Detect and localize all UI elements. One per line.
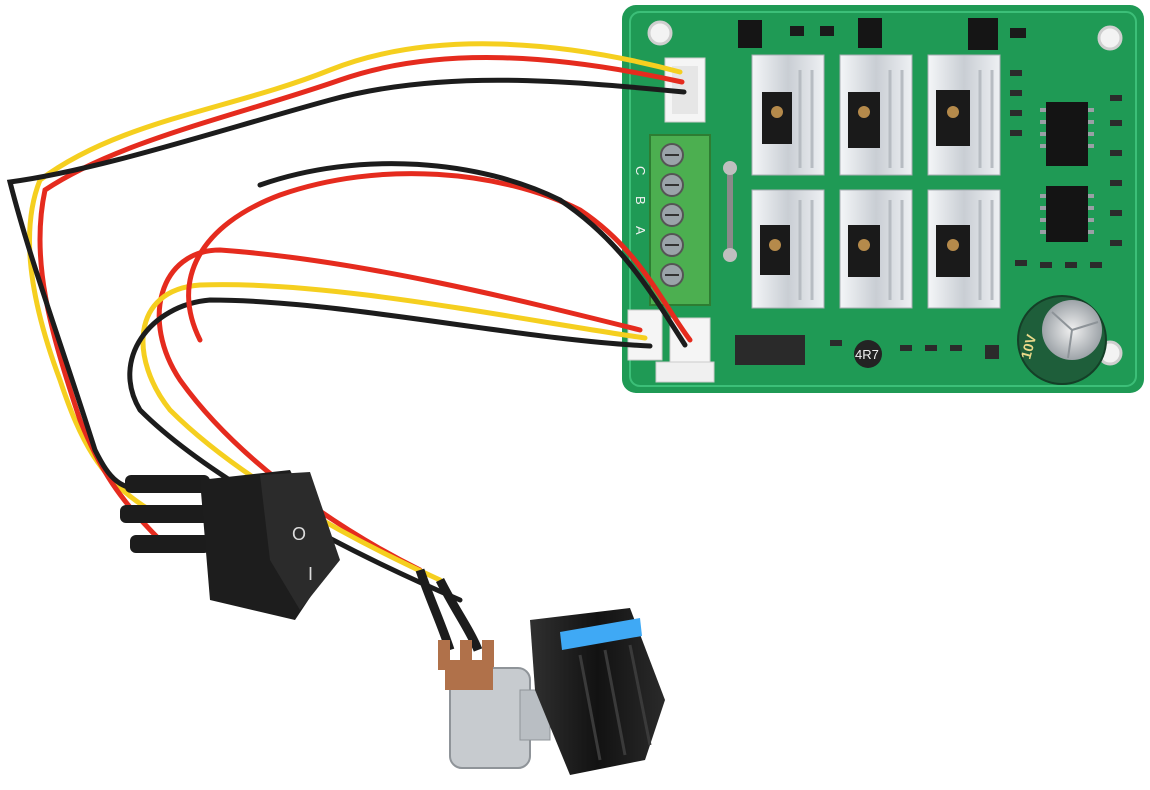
controller-board: C B A — [622, 5, 1144, 393]
electrolytic-capacitor-icon: 10V — [1017, 295, 1107, 385]
capacitor-label: 10V — [1017, 332, 1039, 361]
switch-off-symbol: O — [292, 524, 306, 544]
smd-components — [830, 70, 1122, 359]
phase-b-label: B — [633, 196, 648, 205]
shunt-resistor — [723, 161, 737, 262]
wire-black-top — [6, 77, 687, 493]
driver-chips-top — [738, 18, 1026, 50]
rocker-switch-icon: O I — [120, 470, 340, 620]
signal-connectors-bottom — [627, 309, 715, 383]
phase-a-label: A — [633, 226, 648, 235]
inductor-label: 4R7 — [855, 347, 879, 362]
wire-red-upper-loop — [186, 171, 693, 343]
inductor: 4R7 — [854, 340, 882, 368]
mosfet-heatsinks-top-row — [751, 54, 1001, 176]
wiring-harness — [6, 41, 693, 603]
mosfet-heatsinks-bottom-row — [751, 189, 1001, 309]
wire-yellow-top — [27, 41, 683, 513]
mounting-holes — [647, 20, 1123, 366]
screw-terminal-icon — [649, 134, 711, 306]
potentiometer-knob-icon — [415, 568, 665, 775]
phase-c-label: C — [633, 166, 648, 175]
wire-black-upper-loop — [257, 161, 688, 348]
control-ics-right — [1040, 102, 1094, 242]
pcb-edge — [629, 11, 1137, 387]
voltage-regulator — [735, 335, 805, 365]
switch-on-symbol: I — [308, 564, 313, 584]
